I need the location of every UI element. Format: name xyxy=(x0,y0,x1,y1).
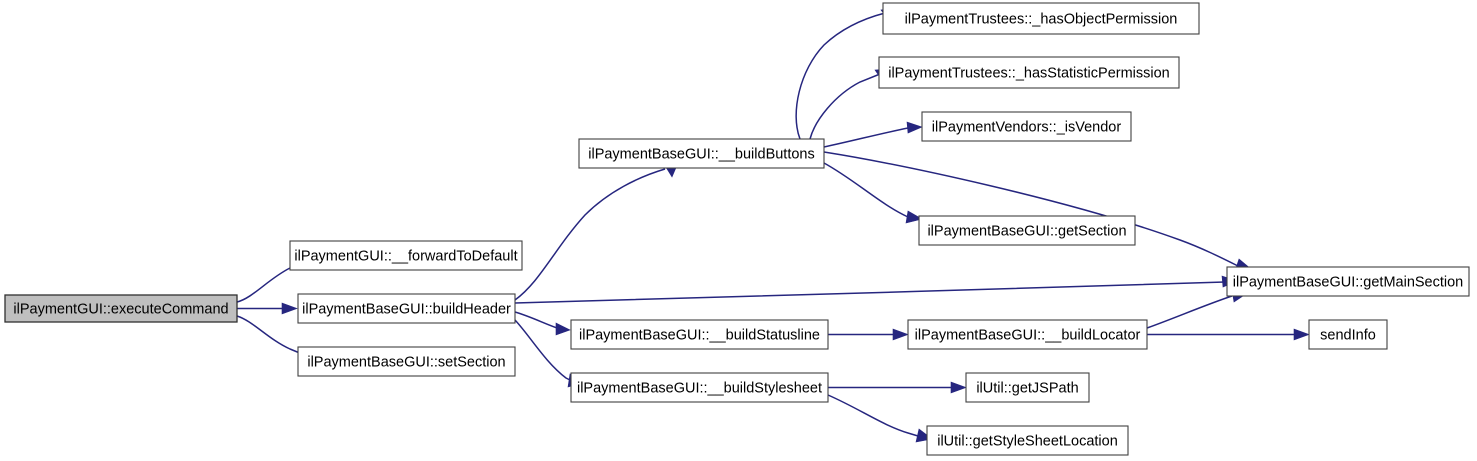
edge-executeCommand-to-buildHeader xyxy=(237,302,298,315)
node-forwardToDefault[interactable]: ilPaymentGUI::__forwardToDefault xyxy=(289,240,523,271)
arrowhead-icon xyxy=(892,328,909,341)
node-buildLocator[interactable]: ilPaymentBaseGUI::__buildLocator xyxy=(907,319,1148,350)
nodes-layer: ilPaymentGUI::executeCommand ilPaymentGUI… xyxy=(4,2,1470,456)
node-box[interactable] xyxy=(297,293,516,324)
edge-buildButtons-to-isVendor xyxy=(823,121,923,148)
node-buildStylesheet[interactable]: ilPaymentBaseGUI::__buildStylesheet xyxy=(570,372,829,403)
arrowhead-icon xyxy=(555,322,571,336)
edge-buildHeader-to-getMainSection xyxy=(514,275,1238,304)
edge-line xyxy=(823,151,1239,267)
node-getMainSection[interactable]: ilPaymentBaseGUI::getMainSection xyxy=(1226,266,1470,297)
node-sendInfo[interactable]: sendInfo xyxy=(1308,319,1388,350)
node-box[interactable] xyxy=(907,319,1148,350)
node-getJSPath[interactable]: ilUtil::getJSPath xyxy=(965,372,1090,403)
node-box[interactable] xyxy=(297,346,516,377)
edge-buildLocator-to-sendInfo xyxy=(1147,328,1310,341)
edge-buildHeader-to-buildButtons xyxy=(514,162,679,301)
edge-buildButtons-to-getMainSection xyxy=(823,151,1252,272)
edge-buildStylesheet-to-getJSPath xyxy=(828,381,967,394)
node-box[interactable] xyxy=(570,319,829,350)
edge-line xyxy=(514,311,561,330)
node-label: ilPaymentBaseGUI::__buildButtons xyxy=(588,146,815,162)
node-label: ilPaymentGUI::__forwardToDefault xyxy=(294,248,517,264)
node-buildHeader[interactable]: ilPaymentBaseGUI::buildHeader xyxy=(297,293,516,324)
node-label: ilPaymentBaseGUI::__buildStatusline xyxy=(579,327,820,343)
node-box[interactable] xyxy=(4,294,238,323)
node-label: ilPaymentBaseGUI::setSection xyxy=(307,354,505,370)
arrowhead-icon xyxy=(281,302,298,315)
edge-line xyxy=(795,12,886,140)
edge-line xyxy=(514,281,1226,304)
node-box[interactable] xyxy=(918,215,1136,246)
node-box[interactable] xyxy=(921,111,1132,142)
node-label: ilUtil::getJSPath xyxy=(976,380,1078,396)
node-getStyleSheetLocation[interactable]: ilUtil::getStyleSheetLocation xyxy=(926,425,1129,456)
node-box[interactable] xyxy=(882,2,1200,35)
edge-buildStatusline-to-buildLocator xyxy=(828,328,909,341)
arrowhead-icon xyxy=(950,381,967,394)
edge-line xyxy=(809,73,881,140)
node-buildButtons[interactable]: ilPaymentBaseGUI::__buildButtons xyxy=(578,138,825,169)
node-buildStatusline[interactable]: ilPaymentBaseGUI::__buildStatusline xyxy=(570,319,829,350)
node-box[interactable] xyxy=(965,372,1090,403)
node-label: ilPaymentGUI::executeCommand xyxy=(13,301,228,317)
node-hasObjectPermission[interactable]: ilPaymentTrustees::_hasObjectPermission xyxy=(882,2,1200,35)
node-executeCommand[interactable]: ilPaymentGUI::executeCommand xyxy=(4,294,238,323)
node-box[interactable] xyxy=(578,138,825,169)
edge-buildHeader-to-buildStatusline xyxy=(514,311,571,336)
node-isVendor[interactable]: ilPaymentVendors::_isVendor xyxy=(921,111,1132,142)
node-label: ilPaymentTrustees::_hasStatisticPermissi… xyxy=(888,65,1170,81)
node-box[interactable] xyxy=(570,372,829,403)
edge-line xyxy=(823,127,909,148)
node-box[interactable] xyxy=(926,425,1129,456)
node-label: ilPaymentTrustees::_hasObjectPermission xyxy=(905,11,1178,27)
node-label: ilPaymentBaseGUI::buildHeader xyxy=(302,301,511,317)
node-getSection[interactable]: ilPaymentBaseGUI::getSection xyxy=(918,215,1136,246)
node-label: sendInfo xyxy=(1320,327,1376,343)
edge-line xyxy=(827,394,919,437)
arrowhead-icon xyxy=(905,210,923,224)
edge-buildButtons-to-hasStatisticPermission xyxy=(809,68,891,140)
edge-line xyxy=(514,168,666,301)
node-box[interactable] xyxy=(289,240,523,271)
node-label: ilPaymentBaseGUI::__buildLocator xyxy=(915,327,1141,343)
arrowhead-icon xyxy=(906,121,923,134)
node-label: ilPaymentBaseGUI::getMainSection xyxy=(1233,274,1464,290)
edge-buildStylesheet-to-getStyleSheetLocation xyxy=(827,394,933,443)
node-label: ilPaymentBaseGUI::__buildStylesheet xyxy=(577,380,822,396)
edge-line xyxy=(514,319,573,382)
node-label: ilUtil::getStyleSheetLocation xyxy=(937,433,1118,449)
node-hasStatisticPermission[interactable]: ilPaymentTrustees::_hasStatisticPermissi… xyxy=(878,56,1180,89)
edge-buildButtons-to-getSection xyxy=(823,162,923,224)
edge-line xyxy=(1146,295,1233,329)
edge-line xyxy=(236,315,308,357)
edge-line xyxy=(823,162,909,218)
node-box[interactable] xyxy=(1226,266,1470,297)
node-box[interactable] xyxy=(878,56,1180,89)
node-label: ilPaymentVendors::_isVendor xyxy=(932,119,1122,135)
node-label: ilPaymentBaseGUI::getSection xyxy=(927,223,1126,239)
node-box[interactable] xyxy=(1308,319,1388,350)
node-setSection[interactable]: ilPaymentBaseGUI::setSection xyxy=(297,346,516,377)
arrowhead-icon xyxy=(1293,328,1310,341)
